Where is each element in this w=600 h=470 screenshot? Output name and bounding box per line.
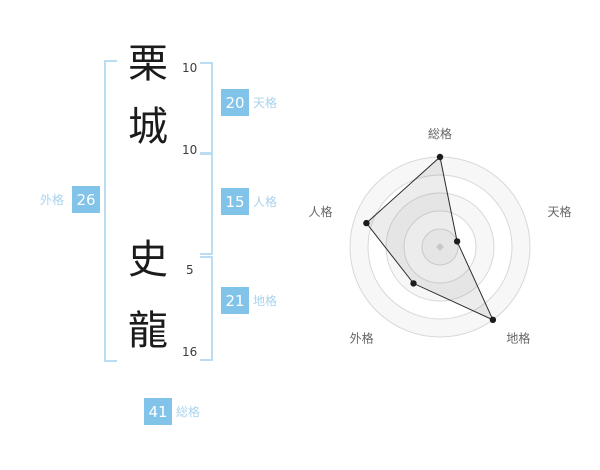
chikaku-bracket — [200, 256, 213, 361]
gaikaku-label: 外格 — [40, 193, 65, 207]
radar-axis-label: 外格 — [350, 330, 374, 345]
radar-data-point — [453, 238, 461, 245]
name-char-1: 栗 — [128, 41, 168, 87]
jinkaku-value-badge: 15 — [221, 188, 249, 215]
tenkaku-label: 天格 — [253, 96, 278, 110]
radar-axis-label: 人格 — [308, 204, 332, 219]
tenkaku-value-badge: 20 — [221, 89, 249, 116]
radar-axis-label: 地格 — [506, 330, 530, 345]
jinkaku-label: 人格 — [253, 195, 278, 209]
stroke-count-1: 10 — [182, 61, 198, 75]
name-char-3: 史 — [128, 237, 168, 283]
radar-data-point — [410, 280, 417, 287]
radar-data-point — [363, 219, 370, 227]
radar-axis-label: 天格 — [548, 204, 572, 219]
stroke-count-4: 16 — [182, 345, 198, 359]
radar-data-point — [489, 316, 497, 323]
soukaku-label: 総格 — [176, 405, 201, 419]
radar-axis-label: 総格 — [428, 126, 452, 141]
stroke-count-3: 5 — [186, 263, 194, 277]
jinkaku-bracket — [200, 153, 213, 255]
radar-center-marker — [436, 243, 444, 251]
radar-data-polygon — [365, 156, 494, 321]
stroke-count-2: 10 — [182, 143, 198, 157]
tenkaku-bracket — [200, 62, 213, 154]
name-char-2: 城 — [128, 104, 168, 150]
name-char-4: 龍 — [128, 308, 168, 354]
gaikaku-value-badge: 26 — [72, 186, 100, 213]
gaikaku-bracket — [104, 60, 117, 362]
chikaku-value-badge: 21 — [221, 287, 249, 314]
chikaku-label: 地格 — [253, 294, 278, 308]
soukaku-value-badge: 41 — [144, 398, 172, 425]
radar-data-point — [436, 153, 444, 161]
